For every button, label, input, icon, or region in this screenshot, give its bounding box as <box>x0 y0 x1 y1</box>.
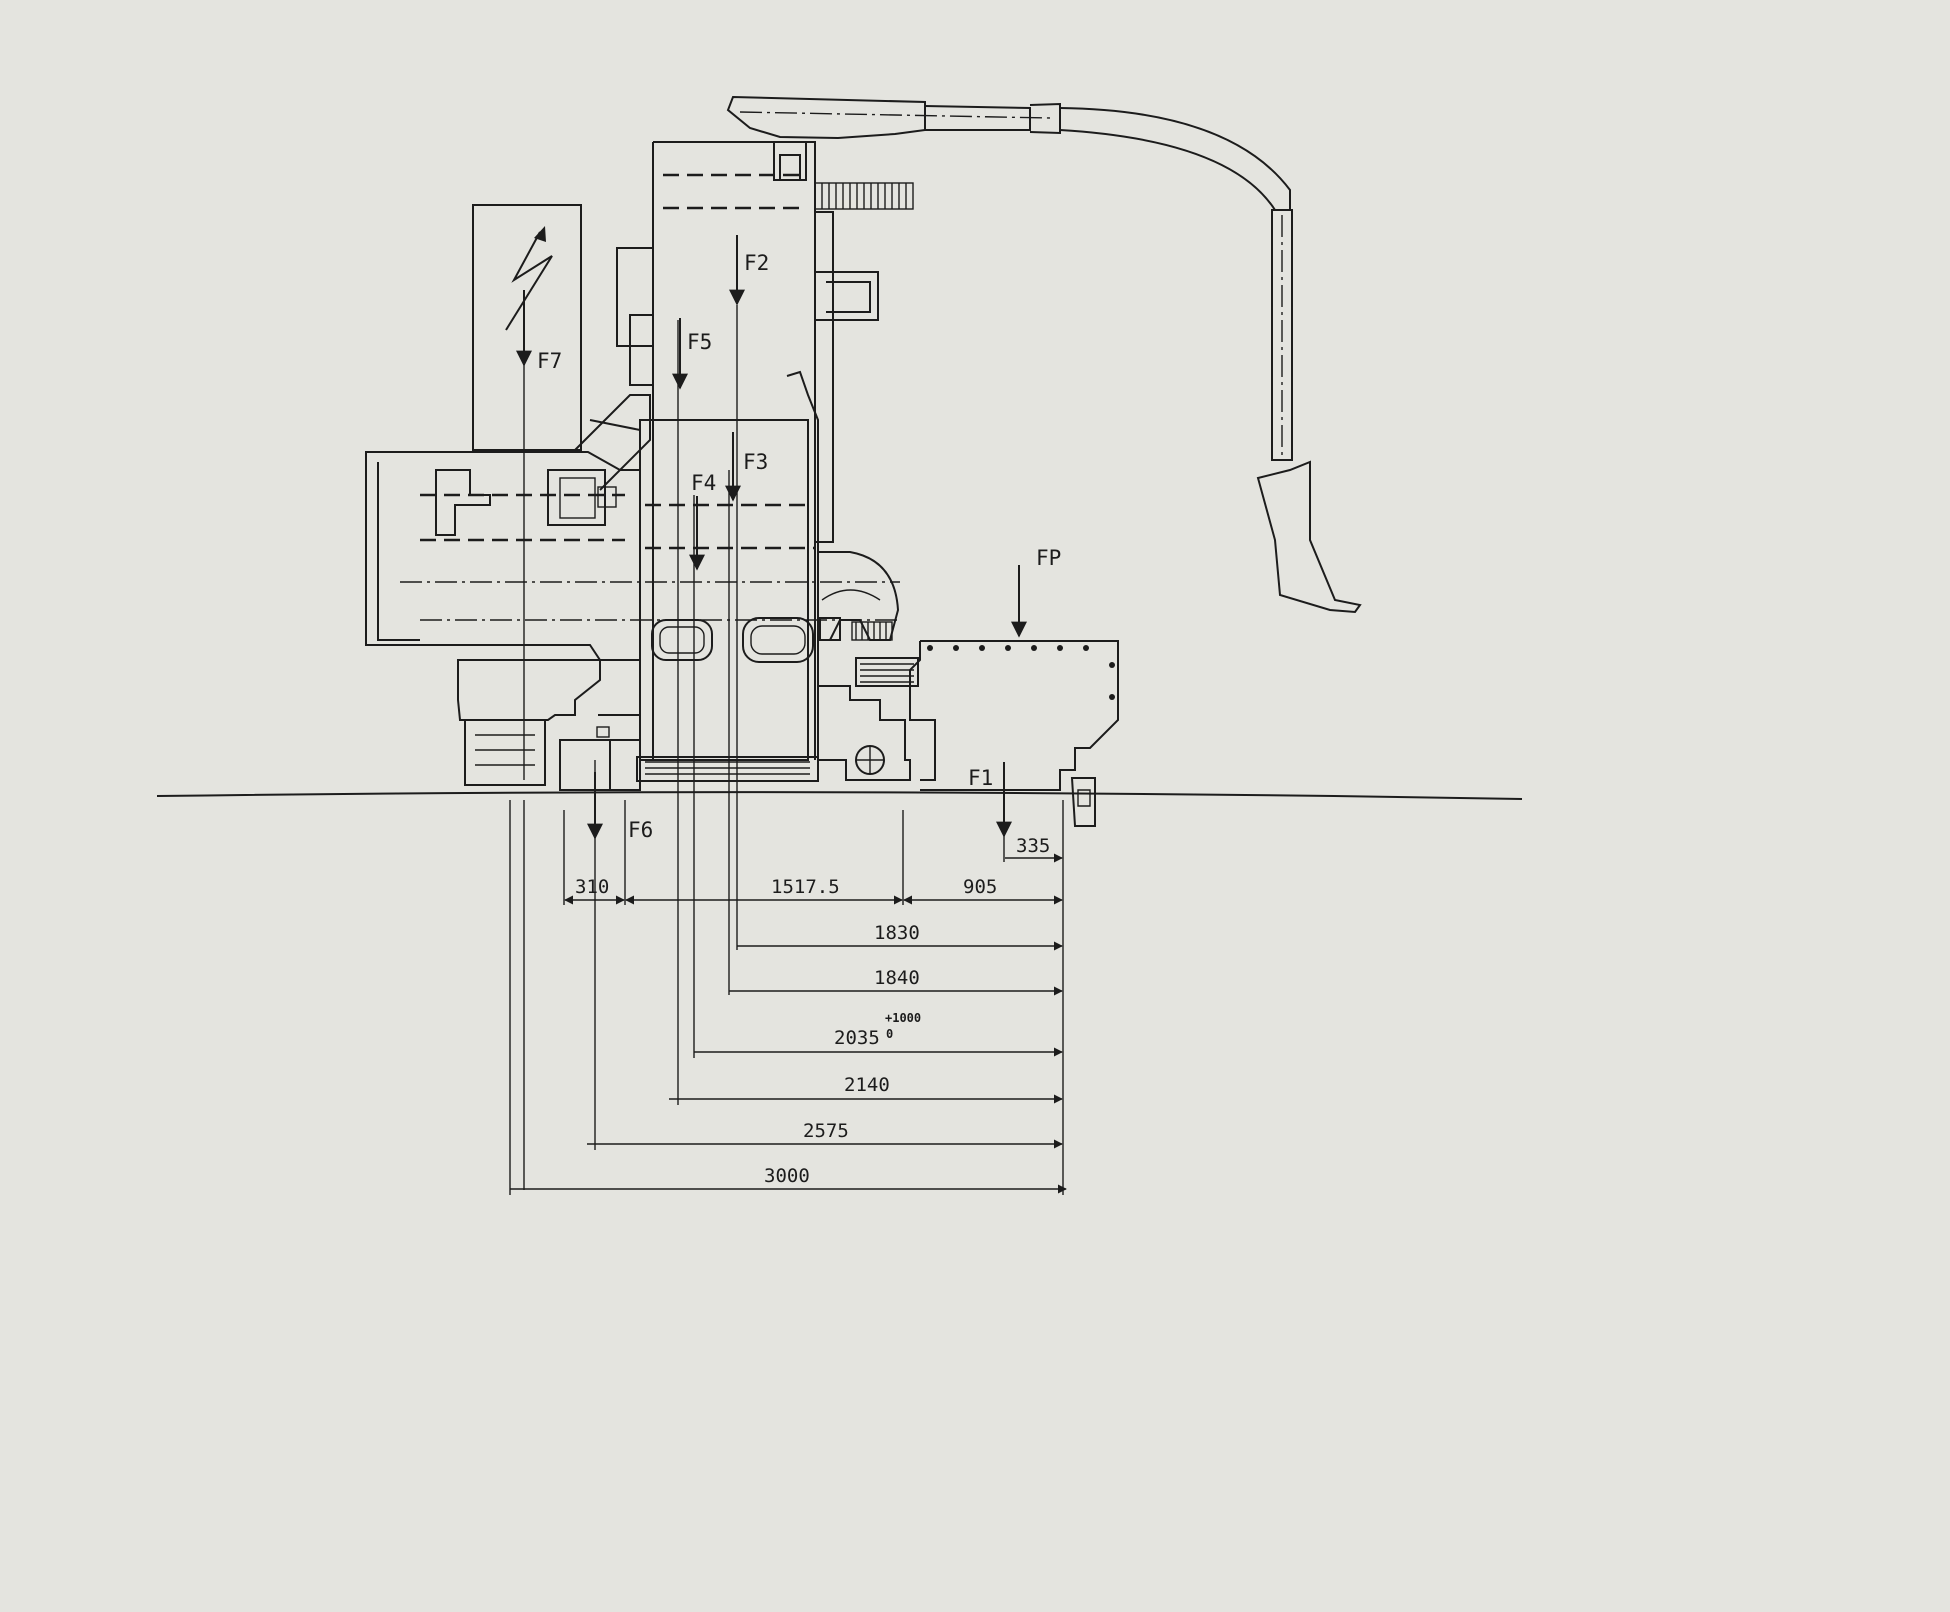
machine-drawing: F7 F2 F5 F3 F4 FP F6 F1 <box>156 95 1523 1195</box>
pendant-icon <box>1256 460 1362 614</box>
dim-label-2575: 2575 <box>803 1120 849 1142</box>
dim-2140: 2140 <box>669 1074 1063 1104</box>
force-arrows: F7 F2 F5 F3 F4 FP F6 F1 <box>516 235 1061 842</box>
dim-label-1830: 1830 <box>874 922 920 944</box>
ground-line <box>156 791 1523 800</box>
dim-335: 335 <box>1005 835 1063 863</box>
force-label-f5: F5 <box>687 330 712 354</box>
dim-1517: 1517.5 <box>625 876 903 905</box>
carriage <box>400 370 900 782</box>
force-fp: FP <box>1011 546 1061 638</box>
dim-tolerance-lower: 0 <box>886 1027 893 1041</box>
work-table <box>909 640 1119 827</box>
force-f1: F1 <box>968 762 1012 838</box>
spindle-assembly <box>818 551 919 781</box>
dim-2035: 2035 +1000 0 <box>694 1011 1063 1057</box>
dim-1840: 1840 <box>729 967 1063 996</box>
force-label-f2: F2 <box>744 251 769 275</box>
force-label-fp: FP <box>1036 546 1061 570</box>
force-label-f1: F1 <box>968 766 993 790</box>
force-label-f6: F6 <box>628 818 653 842</box>
force-f7: F7 <box>516 290 562 373</box>
dim-label-2035: 2035 <box>834 1027 880 1049</box>
dim-1830: 1830 <box>737 922 1063 951</box>
dim-label-1517: 1517.5 <box>771 876 840 898</box>
machine-base <box>457 659 641 791</box>
force-label-f7: F7 <box>537 349 562 373</box>
headstock <box>365 394 651 661</box>
electrical-cabinet <box>472 204 582 451</box>
lightning-bolt-icon <box>505 226 553 331</box>
dim-label-335: 335 <box>1016 835 1050 857</box>
extension-lines <box>509 290 1064 1195</box>
table-bolts <box>927 645 1115 700</box>
force-label-f4: F4 <box>691 471 716 495</box>
dim-905: 905 <box>903 876 1063 905</box>
force-f4: F4 <box>689 471 716 571</box>
dim-2575: 2575 <box>587 1120 1063 1149</box>
dim-label-1840: 1840 <box>874 967 920 989</box>
dim-310: 310 <box>564 876 625 905</box>
drawing-canvas: F7 F2 F5 F3 F4 FP F6 F1 <box>156 95 1523 1195</box>
dimension-lines: 335 310 1517.5 905 1830 1840 2035 +1000 … <box>510 835 1067 1194</box>
force-label-f3: F3 <box>743 450 768 474</box>
dim-label-905: 905 <box>963 876 997 898</box>
dim-label-3000: 3000 <box>764 1165 810 1187</box>
dim-label-2140: 2140 <box>844 1074 890 1096</box>
force-f5: F5 <box>672 318 712 390</box>
dim-tolerance-upper: +1000 <box>885 1011 921 1025</box>
force-f2: F2 <box>729 235 769 306</box>
control-arm <box>726 95 1362 614</box>
force-f3: F3 <box>725 432 768 502</box>
dim-3000: 3000 <box>510 1165 1067 1194</box>
dim-label-310: 310 <box>575 876 609 898</box>
machine-column <box>616 141 914 760</box>
force-f6: F6 <box>587 772 653 842</box>
